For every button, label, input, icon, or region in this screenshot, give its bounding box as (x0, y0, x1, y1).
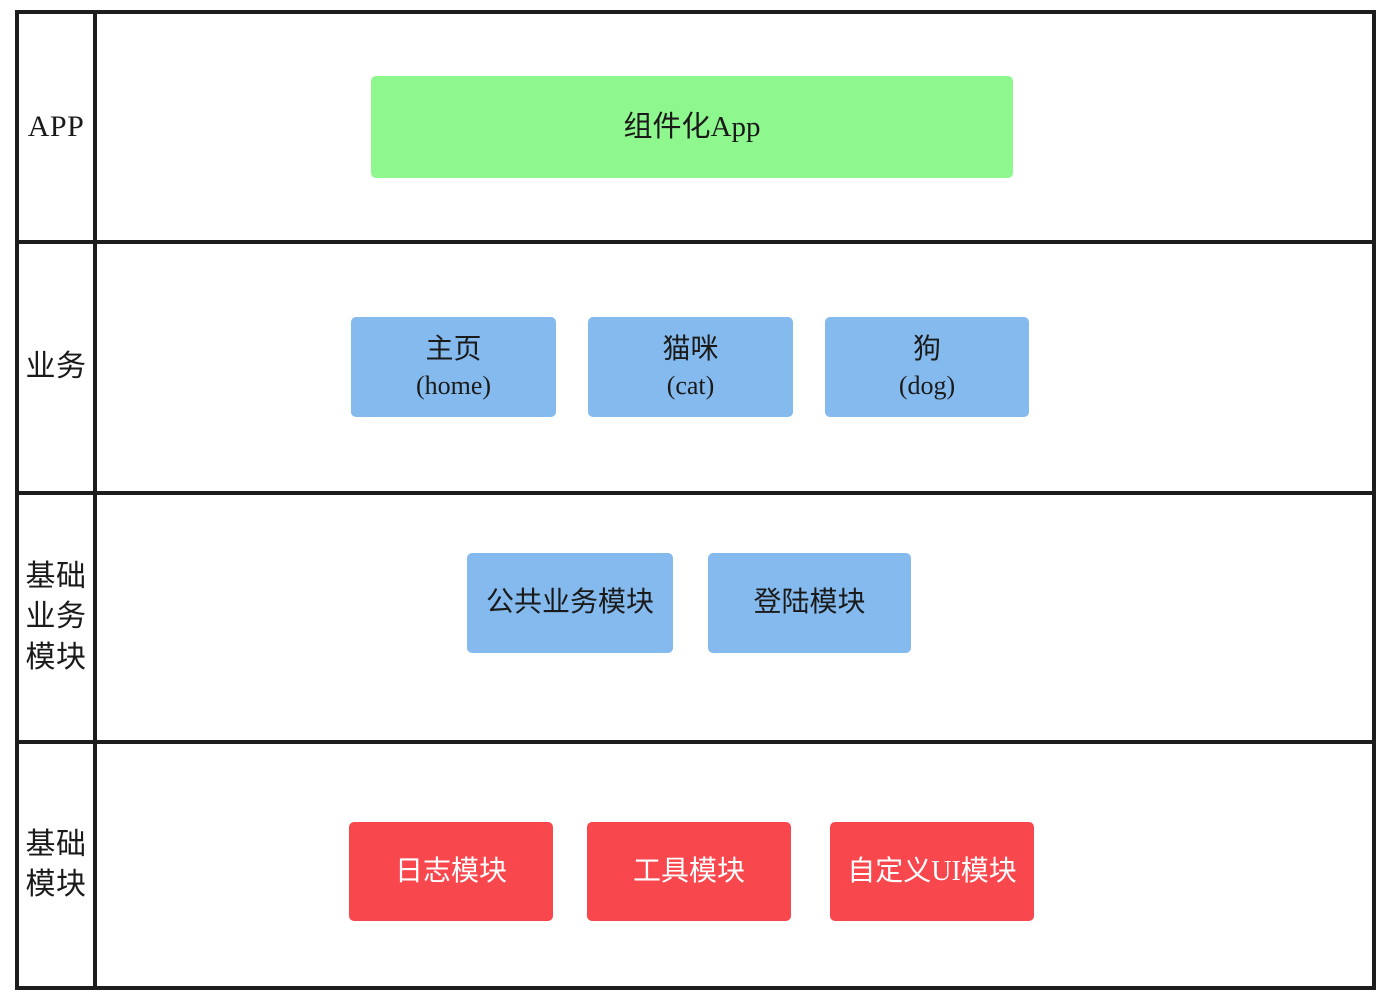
module-common-business: 公共业务模块 (467, 553, 673, 653)
module-subtitle: (cat) (666, 370, 715, 400)
layer-content-base-business: 公共业务模块 登陆模块 (97, 495, 1372, 740)
layer-label-base: 基础模块 (19, 744, 97, 986)
layer-content-business: 主页 (home) 猫咪 (cat) 狗 (dog) (97, 244, 1372, 491)
module-title: 工具模块 (632, 855, 745, 887)
layer-content-base: 日志模块 工具模块 自定义UI模块 (97, 744, 1372, 986)
module-login: 登陆模块 (708, 553, 911, 653)
module-custom-ui: 自定义UI模块 (830, 822, 1034, 921)
module-title: 猫咪 (662, 334, 719, 366)
layer-label-base-business: 基础业务模块 (19, 495, 97, 740)
module-tools: 工具模块 (587, 822, 791, 921)
module-subtitle: (dog) (898, 370, 956, 400)
module-cat: 猫咪 (cat) (588, 317, 793, 417)
layer-label-text: 业务 (25, 350, 87, 384)
layer-row-base: 基础模块 日志模块 工具模块 自定义UI模块 (19, 744, 1372, 986)
layer-label-text: 基础业务模块 (25, 559, 87, 674)
layer-table: APP 组件化App 业务 主页 (home) 猫咪 (cat) (15, 10, 1376, 990)
layer-label-app: APP (19, 14, 97, 240)
module-componentized-app: 组件化App (371, 76, 1013, 178)
layer-label-text: 基础模块 (25, 827, 87, 902)
module-title: 公共业务模块 (485, 587, 654, 619)
layer-row-base-business: 基础业务模块 公共业务模块 登陆模块 (19, 495, 1372, 744)
layer-label-business: 业务 (19, 244, 97, 491)
module-title: 日志模块 (394, 855, 507, 887)
module-title: 主页 (425, 334, 482, 366)
layer-row-app: APP 组件化App (19, 14, 1372, 244)
module-home: 主页 (home) (351, 317, 556, 417)
layer-label-text: APP (27, 109, 85, 143)
module-dog: 狗 (dog) (825, 317, 1029, 417)
module-title: 自定义UI模块 (847, 855, 1017, 887)
module-log: 日志模块 (349, 822, 553, 921)
module-subtitle: (home) (415, 370, 492, 400)
layer-row-business: 业务 主页 (home) 猫咪 (cat) 狗 (dog) (19, 244, 1372, 495)
module-title: 组件化App (623, 110, 761, 143)
module-title: 狗 (912, 334, 941, 366)
module-title: 登陆模块 (753, 587, 866, 619)
layer-content-app: 组件化App (97, 14, 1372, 240)
